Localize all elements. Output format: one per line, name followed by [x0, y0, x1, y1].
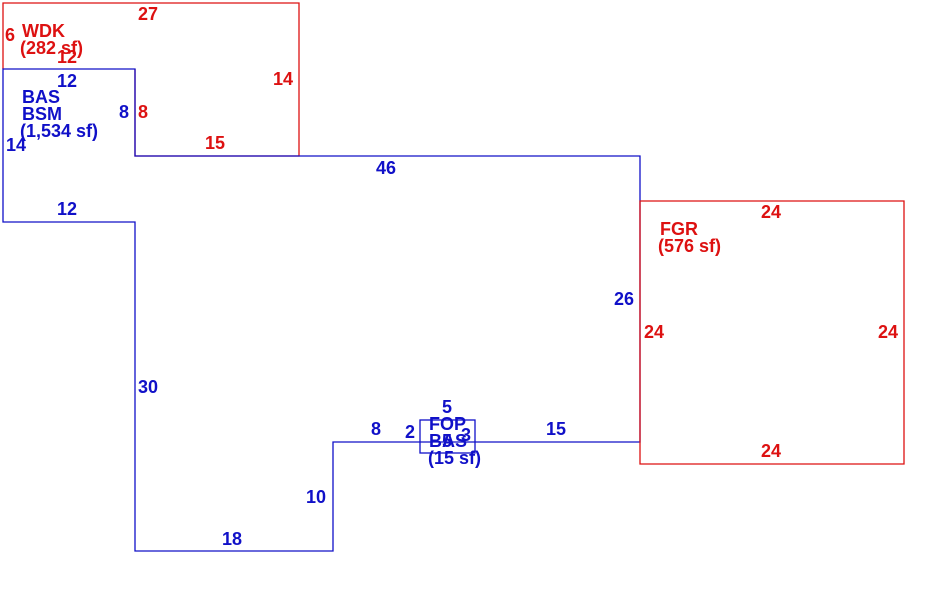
dim-bas-notch-v: 10: [306, 487, 326, 507]
bas-sub: BSM: [22, 104, 62, 124]
dim-fop-top: 5: [442, 397, 452, 417]
fop-area: (15 sf): [428, 448, 481, 468]
fgr-name: FGR: [660, 219, 698, 239]
dim-wdk-inner-top: 12: [57, 47, 77, 67]
dim-wdk-top: 27: [138, 4, 158, 24]
bas-name: BAS: [22, 87, 60, 107]
fop-sub: BAS: [429, 431, 467, 451]
dim-bas-left: 14: [6, 135, 26, 155]
fop-name: FOP: [429, 414, 466, 434]
dim-fop-side: 3: [461, 425, 471, 445]
dim-bas-gap: 2: [405, 422, 415, 442]
dim-wdk-left: 6: [5, 25, 15, 45]
dim-fop-bottom: 5: [442, 431, 452, 451]
dim-fgr-top: 24: [761, 202, 781, 222]
dim-bas-right: 26: [614, 289, 634, 309]
dim-bas-notch-h: 8: [371, 419, 381, 439]
dim-fgr-right: 24: [878, 322, 898, 342]
dim-bas-top: 12: [57, 71, 77, 91]
bas-outline: [2, 68, 641, 552]
wdk-area: (282 sf): [20, 38, 83, 58]
wdk-name: WDK: [22, 21, 65, 41]
dim-wdk-right: 14: [273, 69, 293, 89]
dim-bas-inner-right: 8: [119, 102, 129, 122]
bas-area: (1,534 sf): [20, 121, 98, 141]
fgr-area: (576 sf): [658, 236, 721, 256]
dim-bas-long-top: 46: [376, 158, 396, 178]
fgr-outline: [639, 200, 905, 465]
dim-bas-bottom: 18: [222, 529, 242, 549]
dim-fgr-bottom: 24: [761, 441, 781, 461]
dim-wdk-bottom: 15: [205, 133, 225, 153]
dim-wdk-inner-right: 8: [138, 102, 148, 122]
dim-bas-right-bottom: 15: [546, 419, 566, 439]
fop-outline: [419, 419, 476, 454]
dim-bas-step: 12: [57, 199, 77, 219]
dim-bas-vert: 30: [138, 377, 158, 397]
dim-fgr-left: 24: [644, 322, 664, 342]
